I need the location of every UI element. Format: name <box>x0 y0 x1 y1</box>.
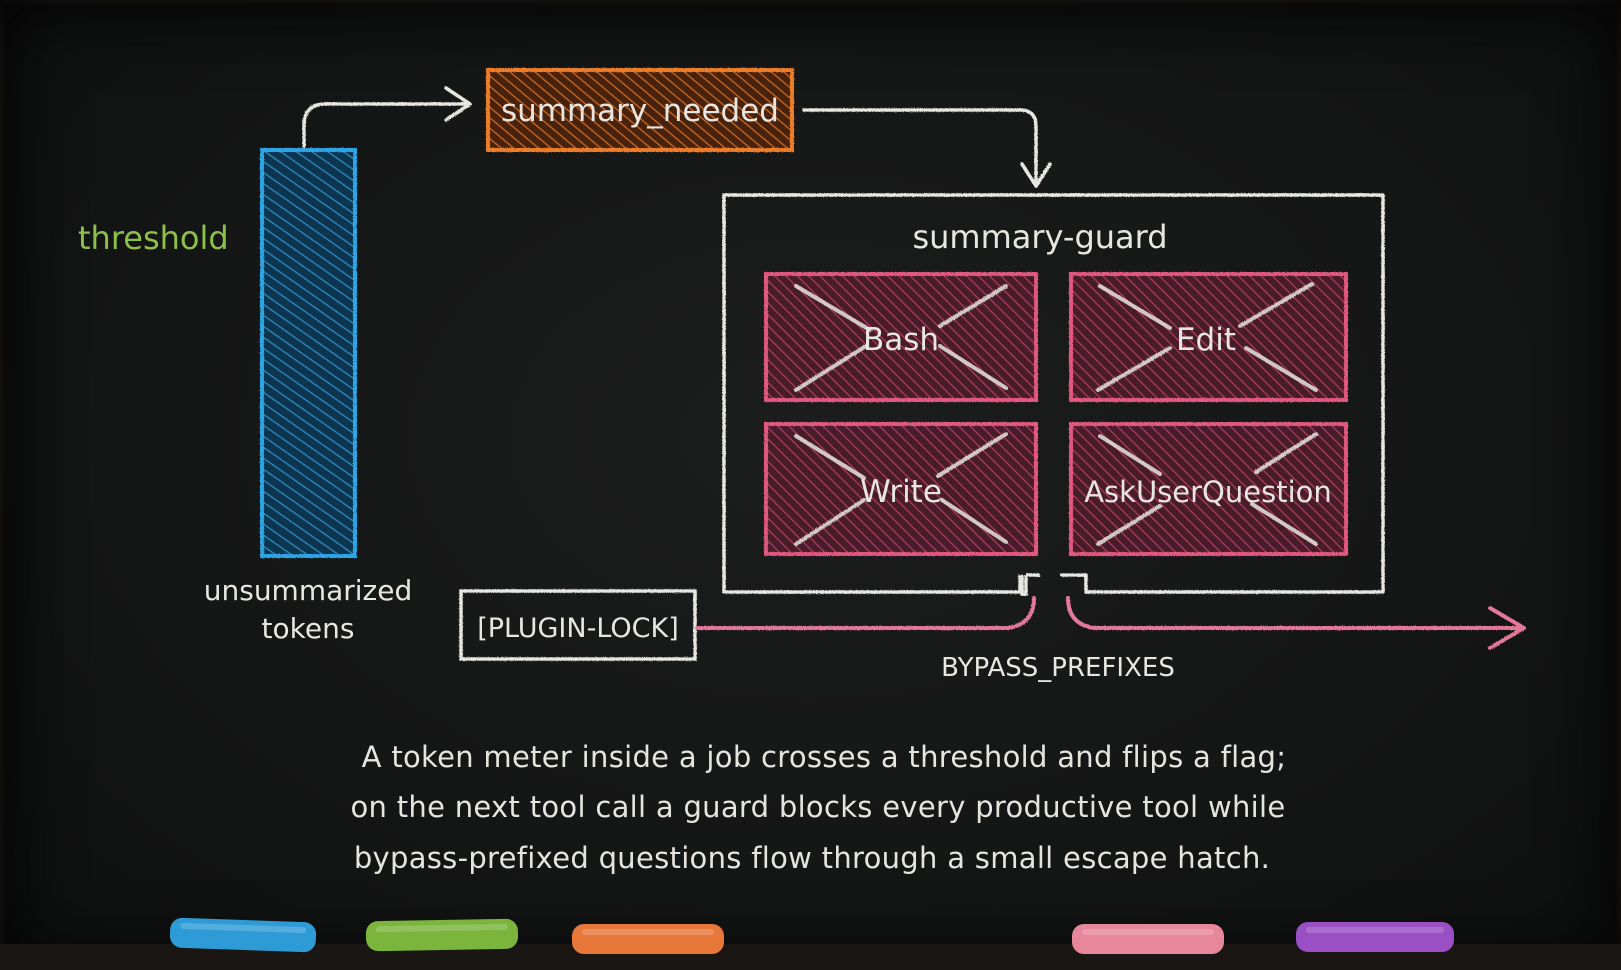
blocked-tool-write-label: Write <box>860 474 942 510</box>
blocked-tool-askuserquestion: AskUserQuestion <box>1069 422 1348 556</box>
chalk-stick-highlight <box>1306 927 1444 933</box>
caption-line-3: bypass-prefixed questions flow through a… <box>354 841 1270 875</box>
blocked-tool-bash-label: Bash <box>863 322 939 358</box>
token-meter <box>260 148 357 558</box>
bypass-flow-arrow <box>695 596 1526 650</box>
summary-guard-box <box>722 193 1385 596</box>
chalk-stick-highlight <box>1082 929 1214 935</box>
blocked-tool-write: Write <box>764 422 1038 556</box>
caption-line-1: A token meter inside a job crosses a thr… <box>362 740 1287 774</box>
chalk-stick-highlight <box>582 929 714 935</box>
chalk-stick <box>572 924 724 954</box>
guard-title: summary-guard <box>912 218 1167 256</box>
blocked-tool-edit: Edit <box>1069 272 1348 402</box>
plugin-lock-label: [PLUGIN-LOCK] <box>477 613 679 644</box>
chalk-stick <box>169 917 317 953</box>
meter-label-line1: unsummarized <box>204 574 413 607</box>
chalk-stick <box>1072 924 1224 954</box>
blocked-tool-askuserquestion-label: AskUserQuestion <box>1084 475 1332 509</box>
chalk-stick-highlight <box>180 922 307 934</box>
flag-label: summary_needed <box>501 93 779 129</box>
chalk-stick <box>1296 922 1454 952</box>
token-meter-bar <box>260 148 357 558</box>
bypass-prefixes-label: BYPASS_PREFIXES <box>941 653 1175 683</box>
meter-to-flag-arrow <box>302 86 472 148</box>
blocked-tool-edit-label: Edit <box>1176 322 1236 358</box>
flag-to-guard-arrow <box>802 108 1052 188</box>
caption-line-2: on the next tool call a guard blocks eve… <box>350 790 1285 824</box>
threshold-label: threshold <box>78 219 229 257</box>
chalk-sticks <box>169 917 1454 954</box>
chalk-stick-highlight <box>375 923 508 933</box>
flag-box <box>486 68 794 152</box>
blocked-tool-bash: Bash <box>764 272 1038 402</box>
plugin-lock-box <box>459 589 697 661</box>
chalk-stick <box>365 918 519 952</box>
meter-label-line2: tokens <box>262 612 355 645</box>
